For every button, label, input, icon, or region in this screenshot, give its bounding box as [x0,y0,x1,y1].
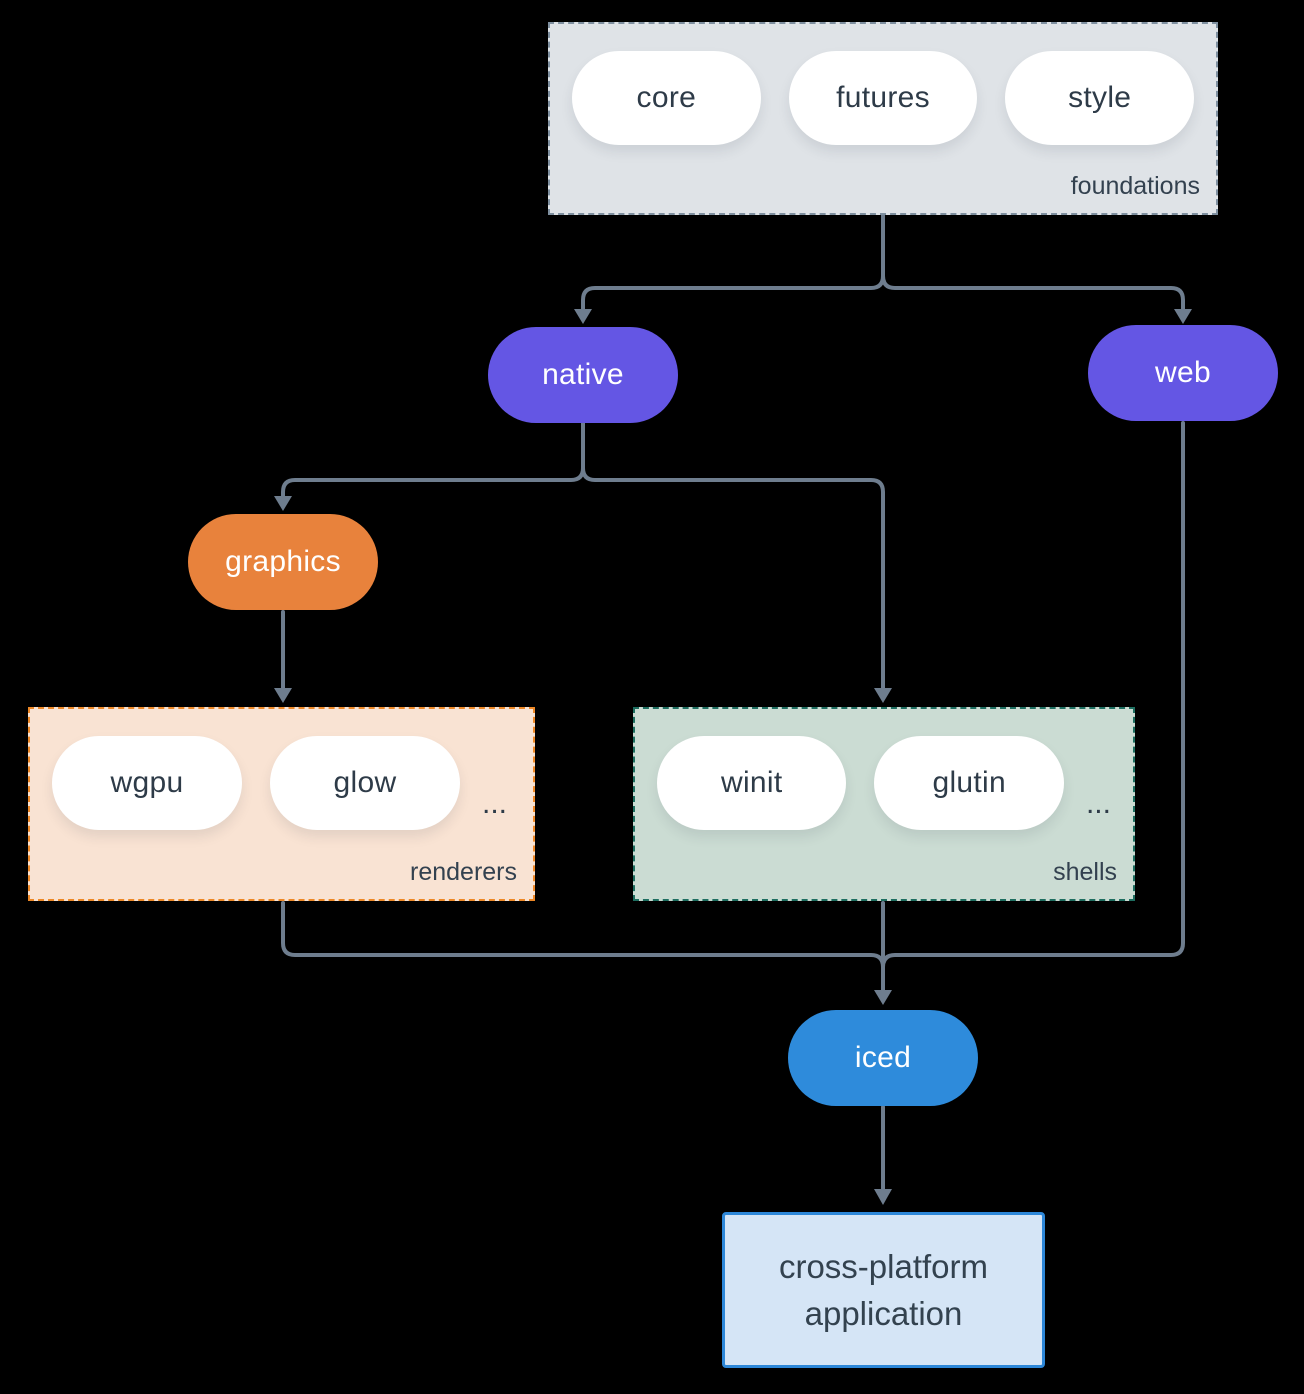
node-futures-label: futures [836,81,930,114]
node-application: cross-platform application [722,1212,1045,1368]
group-renderers: wgpu glow ... renderers [28,707,535,901]
group-foundations-label: foundations [1070,172,1200,200]
node-core: core [572,51,761,145]
node-wgpu-label: wgpu [110,766,184,799]
node-glutin: glutin [874,736,1064,830]
arrowhead-native [574,309,592,324]
group-foundations: core futures style foundations [548,22,1218,215]
node-style-label: style [1068,81,1132,114]
node-core-label: core [636,81,697,114]
node-glow: glow [270,736,460,830]
node-glow-label: glow [333,766,397,799]
node-style: style [1005,51,1195,145]
edge-native-graphics [281,421,585,500]
arrowhead-renderers [274,688,292,703]
edge-foundations-web [881,213,1185,313]
node-native: native [488,327,678,423]
node-application-line2: application [804,1295,963,1332]
shells-ellipsis: ... [1085,787,1111,820]
group-renderers-label: renderers [410,858,517,886]
node-glutin-label: glutin [932,766,1006,799]
node-futures: futures [788,51,978,145]
node-graphics-label: graphics [225,545,341,578]
renderers-ellipsis: ... [482,787,508,820]
arrowhead-application [874,1189,892,1205]
arrowhead-iced [874,990,892,1005]
node-winit: winit [657,736,847,830]
node-iced: iced [788,1010,978,1106]
node-wgpu: wgpu [52,736,242,830]
group-shells-label: shells [1053,858,1117,886]
edge-native-shells [581,421,885,692]
arrowhead-graphics [274,496,292,511]
node-web-label: web [1155,356,1211,389]
node-application-line1: cross-platform [778,1248,989,1285]
edge-foundations-native [581,213,885,313]
node-iced-label: iced [854,1041,912,1074]
arrowhead-web [1174,309,1192,324]
node-web: web [1088,325,1278,421]
edge-renderers-iced [281,901,885,993]
node-graphics: graphics [188,514,378,610]
node-native-label: native [542,358,624,391]
arrowhead-shells [874,688,892,703]
group-shells: winit glutin ... shells [633,707,1135,901]
node-winit-label: winit [720,766,783,799]
